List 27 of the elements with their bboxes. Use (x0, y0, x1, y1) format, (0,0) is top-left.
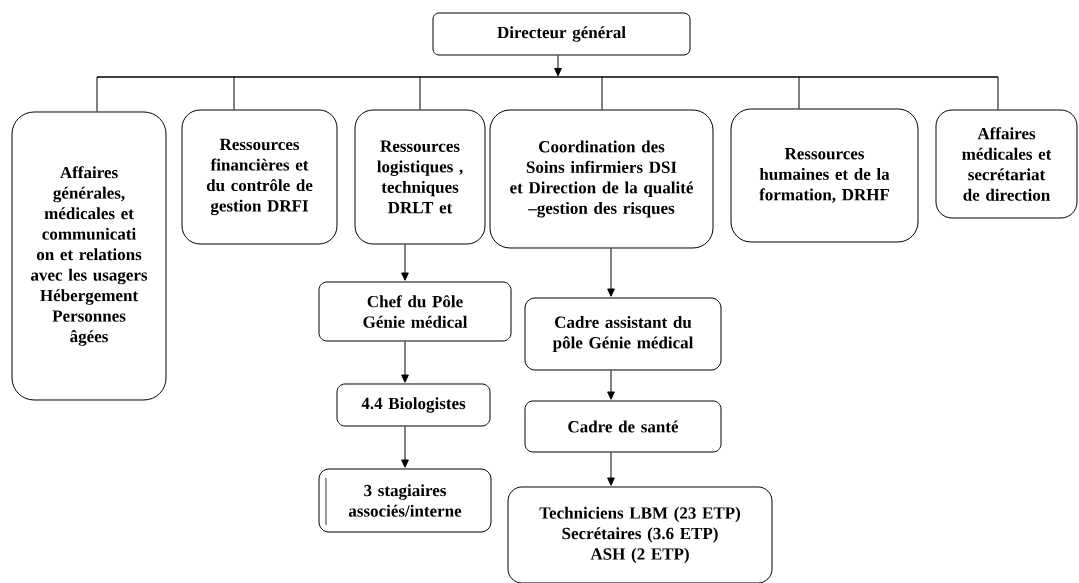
position-box: Cadre assistant du pôle Génie médical (524, 297, 722, 371)
arrow (401, 244, 409, 281)
position-box: 4.4 Biologistes (336, 383, 491, 427)
arrow (607, 370, 615, 400)
connector-line (997, 76, 999, 110)
position-box: Chef du Pôle Génie médical (318, 281, 512, 342)
arrow (401, 426, 409, 468)
position-box: Ressources financières et du contrôle de gestion DRFI (181, 109, 338, 245)
position-box: Ressources logistiques , techniques DRLT et (354, 109, 486, 245)
position-box: 3 stagiaires associés/interne (318, 468, 492, 533)
connector-line (798, 76, 800, 109)
position-box: Coordination des Soins infirmiers DSI et Direction de la qualité –gestion des risques (489, 109, 714, 249)
position-box: Techniciens LBM (23 ETP) Secrétaires (3.6 ETP) ASH (2 ETP) (507, 486, 773, 583)
arrow (401, 341, 409, 383)
connector-line (96, 76, 98, 112)
position-box: Ressources humaines et de la formation, DRHF (730, 108, 919, 243)
position-box: Cadre de santé (524, 400, 722, 453)
connector-line (601, 76, 603, 110)
position-box: Affaires médicales et secrétariat de direction (935, 109, 1078, 219)
arrow (554, 55, 562, 77)
arrow (607, 452, 615, 486)
bus-line (96, 76, 999, 78)
position-box: Affaires générales, médicales et communicati on et relations avec les usagers Hébergement Personnes âgées (11, 111, 167, 401)
arrow (607, 248, 615, 297)
position-box: Directeur général (432, 12, 691, 56)
connector-line (419, 76, 421, 110)
connector-line (233, 76, 235, 110)
